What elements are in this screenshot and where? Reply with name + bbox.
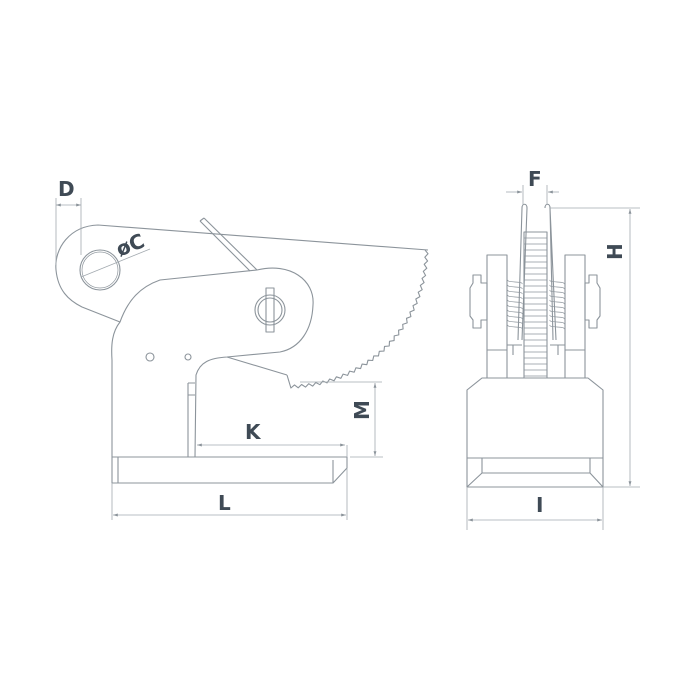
- ratchet-wheel: [523, 231, 548, 379]
- spring-coil: [507, 279, 523, 285]
- spring-coil: [549, 309, 565, 315]
- spring-coil: [507, 314, 523, 320]
- label-H: H: [603, 243, 627, 260]
- spring-coil: [549, 299, 565, 305]
- jaw-plates: [517, 203, 557, 341]
- label-D: D: [58, 177, 75, 201]
- stop-plate: [187, 382, 195, 457]
- base-plate: [111, 456, 348, 484]
- dimension-I: I: [466, 487, 604, 530]
- pivot-pin: [254, 287, 286, 333]
- boss-right: [584, 274, 601, 329]
- spring-coil: [507, 289, 523, 295]
- small-hole: [145, 352, 155, 362]
- label-M: M: [350, 400, 374, 420]
- spring-coil: [507, 304, 523, 310]
- spring-coil: [549, 294, 565, 300]
- handle-rod: [199, 217, 258, 272]
- dimension-C: øC: [80, 228, 151, 278]
- label-I: I: [536, 493, 543, 517]
- cam-lower-edge: [226, 356, 288, 376]
- label-C: øC: [113, 228, 148, 261]
- inner-jaw: [119, 267, 314, 458]
- spring-coil: [507, 319, 523, 325]
- spring-coil: [549, 289, 565, 295]
- spring-coil: [507, 294, 523, 300]
- spring-coil: [549, 319, 565, 325]
- jaw-outline: [55, 224, 429, 457]
- springs: [507, 279, 565, 330]
- spring-coil: [549, 314, 565, 320]
- spring-coil: [549, 284, 565, 290]
- jaw-teeth: [286, 249, 429, 389]
- front-view: F H I: [466, 167, 640, 530]
- label-F: F: [528, 167, 542, 191]
- label-K: K: [245, 420, 262, 444]
- spring-coil: [507, 284, 523, 290]
- side-view: D øC M K L: [55, 177, 429, 520]
- dimension-D: D: [55, 177, 82, 265]
- label-L: L: [218, 491, 231, 515]
- boss-left: [469, 274, 488, 329]
- dimension-K: K: [197, 420, 348, 457]
- spring-coil: [549, 324, 565, 330]
- side-plate-right: [564, 254, 586, 379]
- side-plate-left: [486, 254, 508, 379]
- dimension-M: M: [300, 381, 383, 458]
- ratchet-teeth: [524, 237, 547, 377]
- dimension-H: H: [550, 207, 640, 488]
- spring-coil: [549, 304, 565, 310]
- base-body: [466, 377, 604, 488]
- spring-coil: [507, 299, 523, 305]
- jaw-hole: [79, 249, 121, 291]
- small-hole: [184, 353, 192, 361]
- dimension-L: L: [111, 468, 348, 520]
- spring-coil: [507, 309, 523, 315]
- spring-coil: [507, 324, 523, 330]
- spring-coil: [549, 279, 565, 285]
- dimension-F: F: [506, 167, 559, 205]
